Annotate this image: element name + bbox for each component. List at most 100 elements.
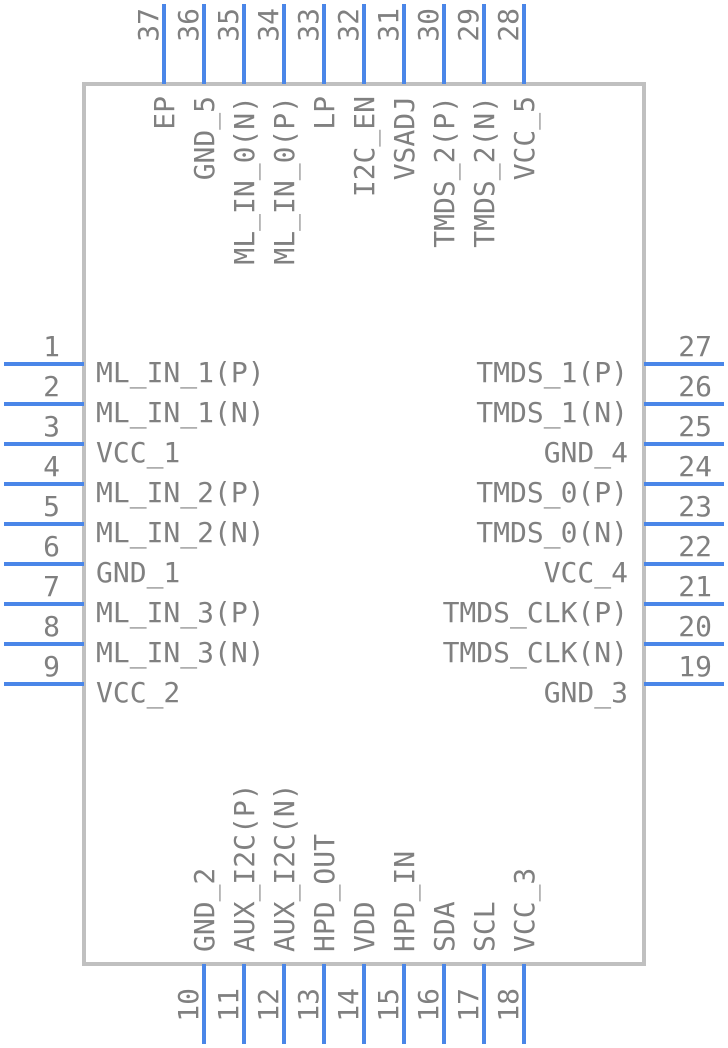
pin-label-tmds-clk-n: TMDS_CLK(N)	[443, 636, 628, 670]
pin-number: 37	[132, 8, 165, 42]
pin-11: 11 AUX_I2C(P)	[212, 783, 262, 1044]
pin-label-ml-in-3-p: ML_IN_3(P)	[96, 596, 265, 630]
pin-label-gnd-1: GND_1	[96, 556, 180, 590]
pin-number: 21	[678, 570, 712, 603]
pin-7: 7ML_IN_3(P)	[4, 570, 265, 630]
pin-label-hpd-in: HPD_IN	[388, 851, 422, 952]
pin-label-gnd-3: GND_3	[544, 676, 628, 710]
pin-label-tmds-clk-p: TMDS_CLK(P)	[443, 596, 628, 630]
pin-label-sda: SDA	[428, 901, 461, 952]
chip-body	[82, 82, 646, 966]
pin-number: 8	[43, 610, 60, 643]
pin-number: 11	[212, 988, 245, 1022]
pin-label-scl: SCL	[468, 901, 501, 952]
pin-label-vsadj: VSADJ	[388, 96, 421, 180]
pin-label-ml-in-3-n: ML_IN_3(N)	[96, 636, 265, 670]
pin-label-tmds-1-p: TMDS_1(P)	[476, 356, 628, 390]
pin-2: 2ML_IN_1(N)	[4, 370, 265, 430]
pin-number: 24	[678, 450, 712, 483]
pin-number: 25	[678, 410, 712, 443]
pin-number: 3	[43, 410, 60, 443]
pin-label-ml-in-0-p: ML_IN_0(P)	[268, 96, 302, 265]
pin-label-ml-in-2-n: ML_IN_2(N)	[96, 516, 265, 550]
pin-label-vdd: VDD	[348, 901, 381, 952]
pin-number: 12	[252, 988, 285, 1022]
pin-number: 10	[172, 988, 205, 1022]
pin-number: 7	[43, 570, 60, 603]
pin-4: 4ML_IN_2(P)	[4, 450, 265, 510]
pin-number: 30	[412, 8, 445, 42]
pin-label-tmds-2-p: TMDS_2(P)	[428, 96, 462, 248]
pin-label-ml-in-2-p: ML_IN_2(P)	[96, 476, 265, 510]
pin-number: 33	[292, 8, 325, 42]
pin-label-aux-i2c-p: AUX_I2C(P)	[228, 783, 262, 952]
pin-label-gnd-5: GND_5	[188, 96, 222, 180]
pin-number: 4	[43, 450, 60, 483]
pin-number: 20	[678, 610, 712, 643]
pin-14: 14 VDD	[332, 901, 381, 1044]
pin-number: 6	[43, 530, 60, 563]
pin-number: 17	[452, 988, 485, 1022]
pin-label-ml-in-1-n: ML_IN_1(N)	[96, 396, 265, 430]
pin-label-lp: LP	[308, 96, 341, 130]
pin-label-i2c-en: I2C_EN	[348, 96, 382, 197]
pin-label-vcc-1: VCC_1	[96, 436, 180, 470]
pin-8: 8ML_IN_3(N)	[4, 610, 265, 670]
pin-number: 18	[492, 988, 525, 1022]
pin-number: 1	[43, 330, 60, 363]
pin-label-tmds-2-n: TMDS_2(N)	[468, 96, 502, 248]
pin-label-aux-i2c-n: AUX_I2C(N)	[268, 783, 302, 952]
pin-label-hpd-out: HPD_OUT	[308, 834, 342, 952]
pins-top: 37EP36GND_535ML_IN_0(N)34ML_IN_0(P)33LP3…	[132, 4, 542, 265]
pin-number: 2	[43, 370, 60, 403]
pin-label-vcc-4: VCC_4	[544, 556, 628, 590]
pin-17: 17 SCL	[452, 901, 501, 1044]
pin-number: 14	[332, 988, 365, 1022]
pin-label-tmds-0-n: TMDS_0(N)	[476, 516, 628, 550]
pin-number: 9	[43, 650, 60, 683]
pin-number: 19	[678, 650, 712, 683]
pin-number: 15	[372, 988, 405, 1022]
pin-number: 26	[678, 370, 712, 403]
pin-label-ml-in-0-n: ML_IN_0(N)	[228, 96, 262, 265]
pin-number: 32	[332, 8, 365, 42]
pin-number: 29	[452, 8, 485, 42]
pin-15: 15 HPD_IN	[372, 851, 422, 1044]
pin-number: 28	[492, 8, 525, 42]
pin-16: 16 SDA	[412, 901, 461, 1044]
pin-number: 16	[412, 988, 445, 1022]
pin-number: 23	[678, 490, 712, 523]
pin-number: 36	[172, 8, 205, 42]
pin-label-gnd-4: GND_4	[544, 436, 628, 470]
pin-5: 5ML_IN_2(N)	[4, 490, 265, 550]
pin-label-ep: EP	[148, 96, 181, 130]
pin-number: 27	[678, 330, 712, 363]
pin-12: 12 AUX_I2C(N)	[252, 783, 302, 1044]
pin-number: 31	[372, 8, 405, 42]
